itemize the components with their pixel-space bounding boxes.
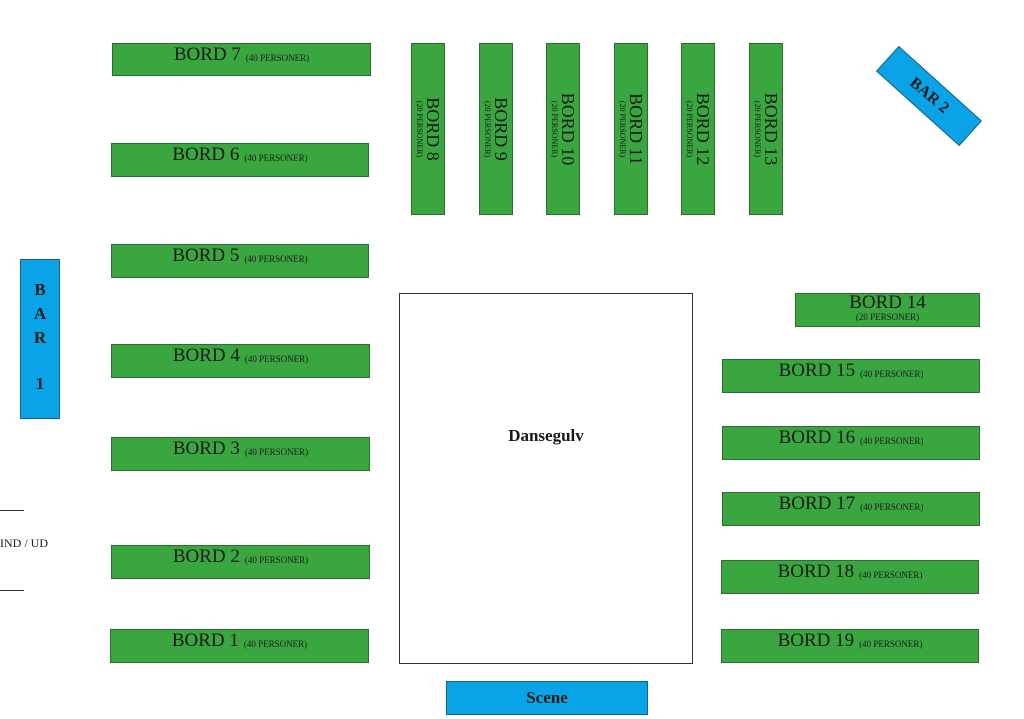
table-name: BORD 3 bbox=[172, 438, 240, 459]
entrance-line-bottom bbox=[0, 590, 24, 591]
table-capacity: (20 PERSONER) bbox=[483, 100, 492, 158]
table-name: BORD 2 bbox=[172, 546, 240, 567]
table-name: BORD 16 bbox=[778, 427, 856, 448]
table-capacity: (40 PERSONER) bbox=[243, 639, 308, 649]
table-capacity: (40 PERSONER) bbox=[245, 53, 310, 63]
table-capacity: (20 PERSONER) bbox=[753, 100, 762, 158]
table-capacity: (20 PERSONER) bbox=[415, 100, 424, 158]
table-capacity: (40 PERSONER) bbox=[244, 555, 309, 565]
table-capacity: (40 PERSONER) bbox=[244, 254, 308, 264]
stage: Scene bbox=[446, 681, 648, 715]
table-capacity: (20 PERSONER) bbox=[855, 312, 920, 322]
bar-1-letter: A bbox=[33, 304, 47, 323]
table-name: BORD 18 bbox=[777, 561, 855, 582]
bar-2: BAR 2 bbox=[876, 45, 982, 147]
table-name: BORD 8 bbox=[423, 97, 443, 161]
entrance-line-top bbox=[0, 510, 24, 511]
table-name: BORD 12 bbox=[693, 92, 713, 166]
table-capacity: (20 PERSONER) bbox=[618, 100, 627, 158]
table-name: BORD 4 bbox=[172, 345, 240, 366]
entrance-label: IND / UD bbox=[0, 536, 48, 550]
table-capacity: (40 PERSONER) bbox=[859, 639, 923, 649]
table-capacity: (40 PERSONER) bbox=[244, 354, 309, 364]
table-name: BORD 9 bbox=[491, 97, 511, 161]
bar-1-number: 1 bbox=[35, 374, 45, 393]
table-bord-2: BORD 2 (40 PERSONER) bbox=[111, 545, 370, 579]
table-capacity: (20 PERSONER) bbox=[685, 100, 694, 158]
table-bord-7: BORD 7 (40 PERSONER) bbox=[112, 43, 371, 76]
table-name: BORD 5 bbox=[172, 245, 240, 266]
table-bord-17: BORD 17 (40 PERSONER) bbox=[722, 492, 980, 526]
bar-1-letter: B bbox=[34, 280, 46, 299]
table-bord-15: BORD 15 (40 PERSONER) bbox=[722, 359, 980, 393]
stage-label: Scene bbox=[526, 688, 568, 707]
table-bord-13: BORD 13(20 PERSONER) bbox=[749, 43, 783, 215]
table-bord-8: BORD 8(20 PERSONER) bbox=[411, 43, 445, 215]
table-name: BORD 10 bbox=[558, 92, 578, 166]
table-capacity: (20 PERSONER) bbox=[550, 100, 559, 158]
table-bord-12: BORD 12(20 PERSONER) bbox=[681, 43, 715, 215]
table-name: BORD 13 bbox=[761, 92, 781, 166]
table-capacity: (40 PERSONER) bbox=[244, 153, 308, 163]
bar-1-letter: R bbox=[33, 328, 47, 347]
table-capacity: (40 PERSONER) bbox=[860, 369, 924, 379]
table-capacity: (40 PERSONER) bbox=[860, 502, 924, 512]
table-bord-18: BORD 18 (40 PERSONER) bbox=[721, 560, 979, 594]
table-bord-4: BORD 4 (40 PERSONER) bbox=[111, 344, 370, 378]
table-name: BORD 17 bbox=[778, 493, 856, 514]
table-capacity: (40 PERSONER) bbox=[244, 447, 309, 457]
table-name: BORD 6 bbox=[172, 144, 240, 165]
bar-1: B A R 1 bbox=[20, 259, 60, 419]
table-bord-14: BORD 14 (20 PERSONER) bbox=[795, 293, 980, 327]
table-name: BORD 7 bbox=[173, 44, 241, 65]
table-name: BORD 14 bbox=[849, 292, 926, 313]
dance-floor-label: Dansegulv bbox=[508, 426, 584, 445]
dance-floor: Dansegulv bbox=[399, 293, 693, 664]
table-bord-1: BORD 1 (40 PERSONER) bbox=[110, 629, 369, 663]
table-bord-5: BORD 5 (40 PERSONER) bbox=[111, 244, 369, 278]
table-name: BORD 11 bbox=[626, 93, 646, 165]
table-bord-16: BORD 16 (40 PERSONER) bbox=[722, 426, 980, 460]
table-bord-10: BORD 10(20 PERSONER) bbox=[546, 43, 580, 215]
table-capacity: (40 PERSONER) bbox=[860, 436, 924, 446]
table-name: BORD 19 bbox=[777, 630, 855, 651]
table-bord-6: BORD 6 (40 PERSONER) bbox=[111, 143, 369, 177]
table-capacity: (40 PERSONER) bbox=[859, 570, 923, 580]
table-name: BORD 1 bbox=[171, 630, 239, 651]
table-bord-19: BORD 19 (40 PERSONER) bbox=[721, 629, 979, 663]
table-bord-3: BORD 3 (40 PERSONER) bbox=[111, 437, 370, 471]
table-name: BORD 15 bbox=[778, 360, 856, 381]
table-bord-11: BORD 11(20 PERSONER) bbox=[614, 43, 648, 215]
bar-2-label: BAR 2 bbox=[906, 74, 953, 117]
table-bord-9: BORD 9(20 PERSONER) bbox=[479, 43, 513, 215]
